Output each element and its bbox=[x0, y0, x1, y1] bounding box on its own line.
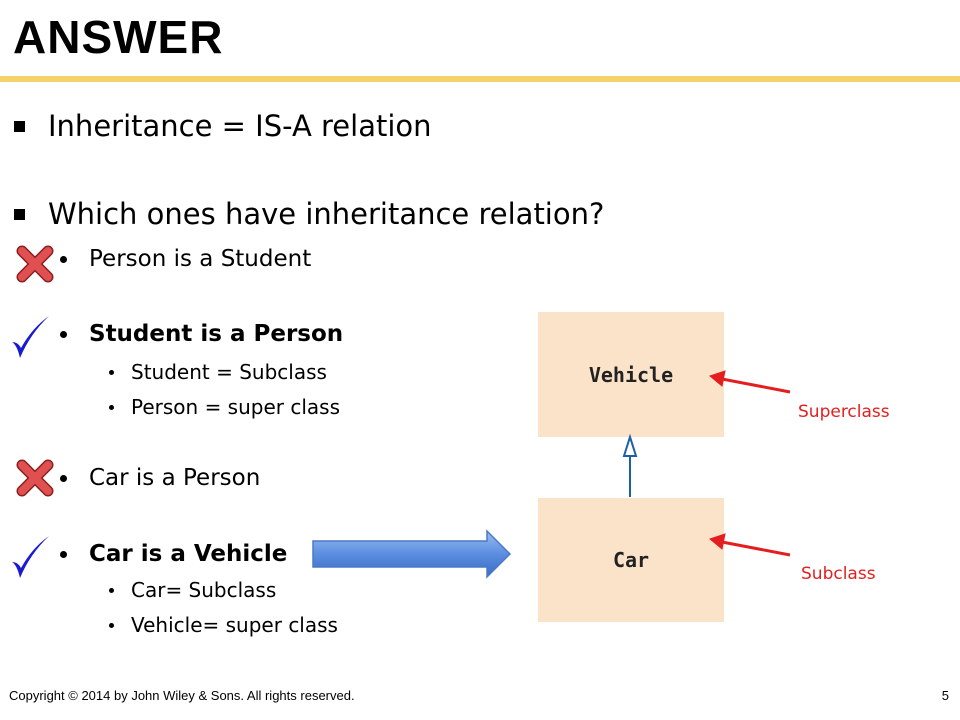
block-arrow-icon bbox=[312, 529, 512, 579]
cross-icon bbox=[16, 245, 54, 283]
bullet-dot-icon bbox=[60, 256, 67, 263]
slide-title: ANSWER bbox=[13, 11, 224, 63]
bullet-dot-icon bbox=[60, 331, 67, 338]
item-text: Car is a Person bbox=[89, 465, 261, 491]
bullet-dot-icon bbox=[109, 623, 114, 628]
subclass-label: Subclass bbox=[801, 564, 876, 584]
bullet-dot-icon bbox=[109, 405, 114, 410]
superclass-box-vehicle: Vehicle bbox=[538, 312, 724, 437]
check-icon bbox=[12, 536, 49, 578]
sub-item-text: Person = super class bbox=[131, 395, 341, 419]
bullet-dot-icon bbox=[60, 551, 67, 558]
red-pointer-arrow-icon bbox=[708, 533, 791, 557]
item-text: Student is a Person bbox=[89, 321, 344, 347]
cross-icon bbox=[16, 459, 54, 497]
subclass-box-car: Car bbox=[538, 498, 724, 622]
bullet-text: Inheritance = IS-A relation bbox=[48, 109, 432, 143]
check-icon bbox=[12, 316, 49, 358]
bullet-dot-icon bbox=[109, 588, 114, 593]
title-divider bbox=[0, 76, 960, 82]
red-pointer-arrow-icon bbox=[708, 370, 791, 394]
copyright-footer: Copyright © 2014 by John Wiley & Sons. A… bbox=[9, 688, 355, 703]
inheritance-arrow-icon bbox=[622, 433, 638, 497]
superclass-label: Superclass bbox=[798, 402, 890, 422]
sub-item-text: Student = Subclass bbox=[131, 360, 327, 384]
bullet-dot-icon bbox=[109, 370, 114, 375]
item-text: Person is a Student bbox=[89, 246, 312, 272]
bullet-dot-icon bbox=[60, 475, 67, 482]
sub-item-text: Vehicle= super class bbox=[131, 613, 338, 637]
sub-item-text: Car= Subclass bbox=[131, 578, 277, 602]
square-bullet-icon bbox=[14, 121, 25, 132]
page-number: 5 bbox=[941, 688, 949, 703]
square-bullet-icon bbox=[14, 209, 25, 220]
item-text: Car is a Vehicle bbox=[89, 541, 288, 567]
bullet-text: Which ones have inheritance relation? bbox=[48, 197, 605, 231]
